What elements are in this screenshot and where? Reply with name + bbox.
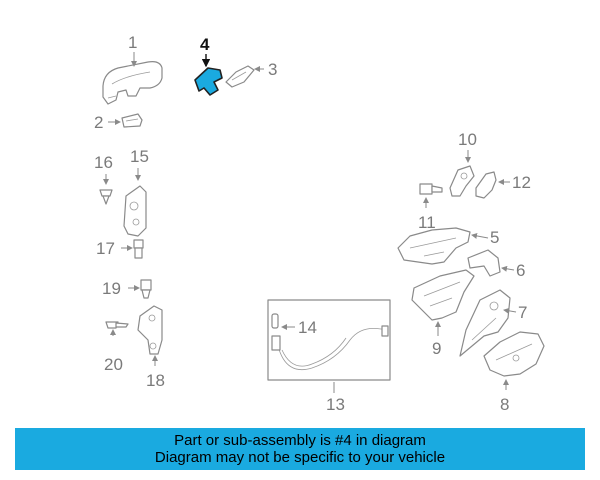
callout-12: 12 (512, 173, 531, 192)
part-10-lever[interactable] (449, 150, 475, 197)
parts-diagram: 1 2 4 3 16 15 17 (94, 33, 545, 414)
callout-7: 7 (518, 303, 527, 322)
part-19-fastener[interactable] (128, 279, 152, 299)
part-16-screw[interactable] (99, 174, 113, 205)
callout-17: 17 (96, 239, 115, 258)
callout-4: 4 (200, 35, 210, 54)
part-3-gasket[interactable] (225, 65, 264, 88)
callout-13: 13 (326, 395, 345, 414)
part-7-latch[interactable] (459, 289, 517, 357)
part-1-outside-handle[interactable] (102, 52, 163, 105)
part-9-lock-mechanism[interactable] (411, 269, 475, 336)
callout-9: 9 (432, 339, 441, 358)
callout-6: 6 (516, 261, 525, 280)
part-13-cable-assembly[interactable] (267, 299, 391, 393)
callout-19: 19 (102, 279, 121, 298)
part-18-link-bracket[interactable] (137, 305, 163, 366)
info-banner: Part or sub-assembly is #4 in diagram Di… (15, 428, 585, 470)
callout-3: 3 (268, 60, 277, 79)
part-14-cable-clip[interactable] (271, 313, 295, 330)
callout-2: 2 (94, 113, 103, 132)
callout-11: 11 (418, 213, 436, 232)
banner-line-1: Part or sub-assembly is #4 in diagram (174, 432, 426, 449)
part-20-screw[interactable] (105, 321, 129, 336)
callout-20: 20 (104, 355, 123, 374)
part-17-bolt[interactable] (121, 239, 144, 259)
part-15-cylinder-bracket[interactable] (123, 168, 147, 237)
callout-5: 5 (490, 228, 499, 247)
part-4-handle-bracket[interactable] (194, 54, 223, 96)
part-6-bracket[interactable] (467, 249, 515, 277)
callout-1: 1 (128, 33, 137, 52)
callout-14: 14 (298, 318, 317, 337)
callout-18: 18 (146, 371, 165, 390)
callout-15: 15 (130, 147, 149, 166)
callout-16: 16 (94, 153, 113, 172)
callout-8: 8 (500, 395, 509, 414)
callout-10: 10 (458, 130, 477, 149)
part-2-handle-cap[interactable] (108, 113, 143, 128)
part-12-bracket[interactable] (475, 171, 510, 199)
part-5-inside-handle[interactable] (397, 227, 489, 265)
part-8-latch-assembly[interactable] (483, 331, 545, 390)
part-11-screw[interactable] (419, 183, 443, 208)
banner-line-2: Diagram may not be specific to your vehi… (154, 449, 446, 466)
